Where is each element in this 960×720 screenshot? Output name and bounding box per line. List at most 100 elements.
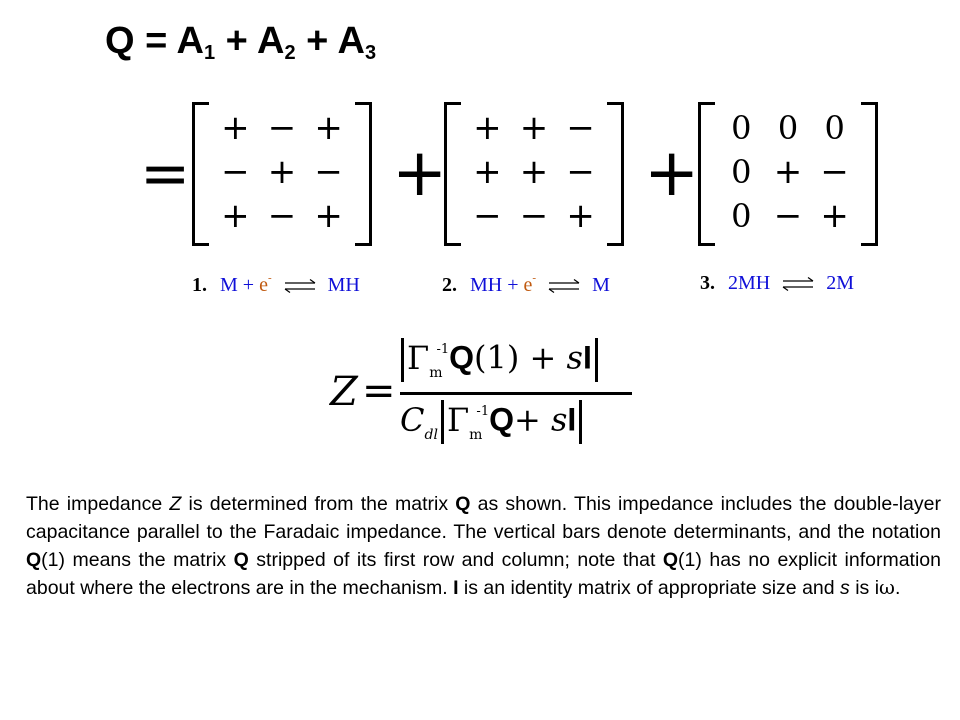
matrix-a1-left-bracket <box>192 102 209 246</box>
gamma-subscript: m <box>429 364 443 381</box>
matrix-a1-cell: − <box>267 108 297 148</box>
matrix-a2-cell: + <box>473 108 502 148</box>
matrix-a3-cell: + <box>820 196 849 236</box>
caption-text: as shown. This impedance includes the do… <box>26 493 941 543</box>
determinant-bar <box>440 400 444 444</box>
matrix-plus-sign-2: + <box>644 134 700 211</box>
matrix-a2-left-bracket <box>444 102 461 246</box>
caption-q: Q <box>26 549 42 571</box>
reaction-2: 2. MH + e- M <box>442 272 610 297</box>
impedance-symbol: Z <box>330 369 358 415</box>
reaction-2-plus: + <box>507 274 519 296</box>
reaction-3-reactant: 2MH <box>728 272 771 294</box>
impedance-equals: = <box>362 368 396 414</box>
reaction-3-number: 3. <box>700 272 715 294</box>
matrix-a2-cell: − <box>519 196 549 236</box>
numerator-identity: I <box>582 339 592 376</box>
matrix-a1-cell: − <box>267 196 297 236</box>
determinant-bar <box>594 338 598 382</box>
matrix-a2: + + − + + − − − + <box>444 98 624 246</box>
headline-sub-3: 3 <box>364 42 377 64</box>
reaction-1-product: MH <box>327 274 360 296</box>
matrix-a3: 0 0 0 0 + − 0 − + <box>698 98 878 246</box>
numerator-s: s <box>566 338 583 377</box>
reaction-3-product: 2M <box>826 272 855 294</box>
matrix-a2-cell: − <box>566 108 595 148</box>
matrix-a2-cells: + + − + + − − − + <box>464 106 604 238</box>
matrix-a1-cell: + <box>221 108 250 148</box>
matrix-a2-cell: − <box>473 196 502 236</box>
reaction-2-product: M <box>592 274 610 296</box>
gamma-inverse: -1 <box>476 403 490 419</box>
matrix-a3-left-bracket <box>698 102 715 246</box>
equilibrium-arrow-icon <box>548 279 580 294</box>
headline-equals: = <box>145 20 168 62</box>
caption-text: stripped of its first row and column; no… <box>248 549 663 571</box>
reaction-1-number: 1. <box>192 274 207 296</box>
gamma-inverse: -1 <box>436 341 450 357</box>
headline-sub-2: 2 <box>284 42 296 64</box>
formula-numerator: Γm-1Q(1) + sI <box>398 338 601 382</box>
matrix-a2-cell: + <box>519 152 549 192</box>
denominator-plus: + <box>513 400 541 439</box>
caption-paragraph: The impedance Z is determined from the m… <box>26 490 941 602</box>
matrix-a1-cell: + <box>267 152 297 192</box>
caption-text: The impedance <box>26 493 170 515</box>
matrix-a1-cell: − <box>221 152 250 192</box>
headline-term-a1: A <box>176 20 204 62</box>
reaction-3: 3. 2MH 2M <box>700 272 854 295</box>
matrix-a1-cell: − <box>314 152 343 192</box>
matrix-a3-cell: + <box>773 152 803 192</box>
headline-equation: Q = A1 + A2 + A3 <box>105 20 376 65</box>
matrix-a3-cell: 0 <box>731 197 752 235</box>
headline-sub-1: 1 <box>203 42 216 64</box>
headline-term-a2: A <box>256 20 285 62</box>
numerator-q-arg: (1) <box>474 338 520 377</box>
gamma-subscript: m <box>469 426 483 443</box>
matrix-a3-cell: 0 <box>777 109 799 147</box>
matrix-a2-cell: + <box>566 196 595 236</box>
headline-term-a3: A <box>337 20 365 62</box>
denominator-s: s <box>550 400 568 439</box>
caption-text: (1) means the matrix <box>41 549 234 571</box>
capacitance-symbol: C <box>400 400 425 439</box>
reaction-2-reactant: MH <box>470 274 503 296</box>
matrix-a3-cell: 0 <box>731 109 752 147</box>
matrix-a3-cell: 0 <box>824 109 845 147</box>
matrix-a1-right-bracket <box>355 102 372 246</box>
caption-q: Q <box>662 549 679 571</box>
reaction-1-electron-charge: - <box>267 272 272 284</box>
reaction-1-plus: + <box>242 274 255 296</box>
matrix-a1-cell: + <box>221 196 250 236</box>
matrix-equation: = + − + − + − + − + + + + − + + − − − + <box>132 98 892 248</box>
matrix-a3-cells: 0 0 0 0 + − 0 − + <box>718 106 858 238</box>
caption-text: (1) has no explicit information about wh… <box>26 549 941 599</box>
reaction-1-reactant: M <box>220 274 238 296</box>
matrix-a2-cell: + <box>519 108 549 148</box>
matrix-a2-cell: − <box>566 152 595 192</box>
caption-identity: I <box>453 577 459 599</box>
caption-text: . <box>894 577 901 599</box>
determinant-bar <box>401 338 404 382</box>
numerator-plus: + <box>529 338 557 377</box>
headline-plus-2: + <box>306 20 329 62</box>
headline-lhs: Q <box>105 20 135 62</box>
matrix-a1-cells: + − + − + − + − + <box>212 106 352 238</box>
caption-text: is i <box>849 577 880 599</box>
reaction-2-electron-charge: - <box>532 272 537 284</box>
matrix-a3-cell: 0 <box>731 153 752 191</box>
matrix-a1: + − + − + − + − + <box>192 98 372 246</box>
caption-text: is an identity matrix of appropriate siz… <box>458 577 841 599</box>
reaction-1-electron-symbol: e <box>259 274 268 296</box>
caption-z: Z <box>169 493 182 515</box>
fraction-line <box>400 392 632 395</box>
caption-q: Q <box>455 493 471 515</box>
reaction-2-electron: e- <box>524 272 537 296</box>
caption-omega: ω <box>879 576 895 599</box>
reaction-1: 1. M + e- MH <box>192 272 360 297</box>
equilibrium-arrow-icon <box>782 277 814 292</box>
denominator-identity: I <box>567 401 577 438</box>
caption-s: s <box>840 577 850 599</box>
